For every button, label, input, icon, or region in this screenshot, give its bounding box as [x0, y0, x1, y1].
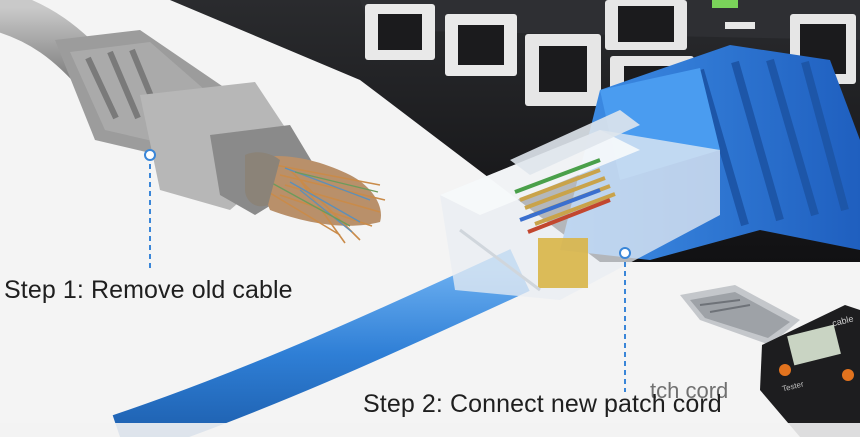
ghost-label: tch cord	[650, 378, 729, 403]
rj45-plug	[440, 110, 720, 300]
frayed-wires	[250, 155, 381, 226]
new-cable	[112, 45, 860, 437]
bottom-strip	[0, 423, 860, 437]
port	[445, 14, 517, 76]
leader-line-step2	[619, 247, 631, 392]
crimping-tool	[680, 285, 800, 345]
step2-label: Step 2: Connect new patch cord	[363, 390, 722, 418]
port	[365, 4, 435, 60]
cable-tester	[760, 305, 860, 437]
tester-button	[779, 364, 791, 376]
old-cable	[0, 0, 386, 244]
status-led	[725, 22, 755, 29]
tester-screen	[787, 324, 841, 366]
leader-line-step1	[144, 149, 156, 270]
step1-label: Step 1: Remove old cable	[4, 276, 293, 304]
status-led	[712, 0, 738, 8]
port	[605, 0, 687, 50]
port	[525, 34, 601, 106]
tester-button	[842, 369, 854, 381]
